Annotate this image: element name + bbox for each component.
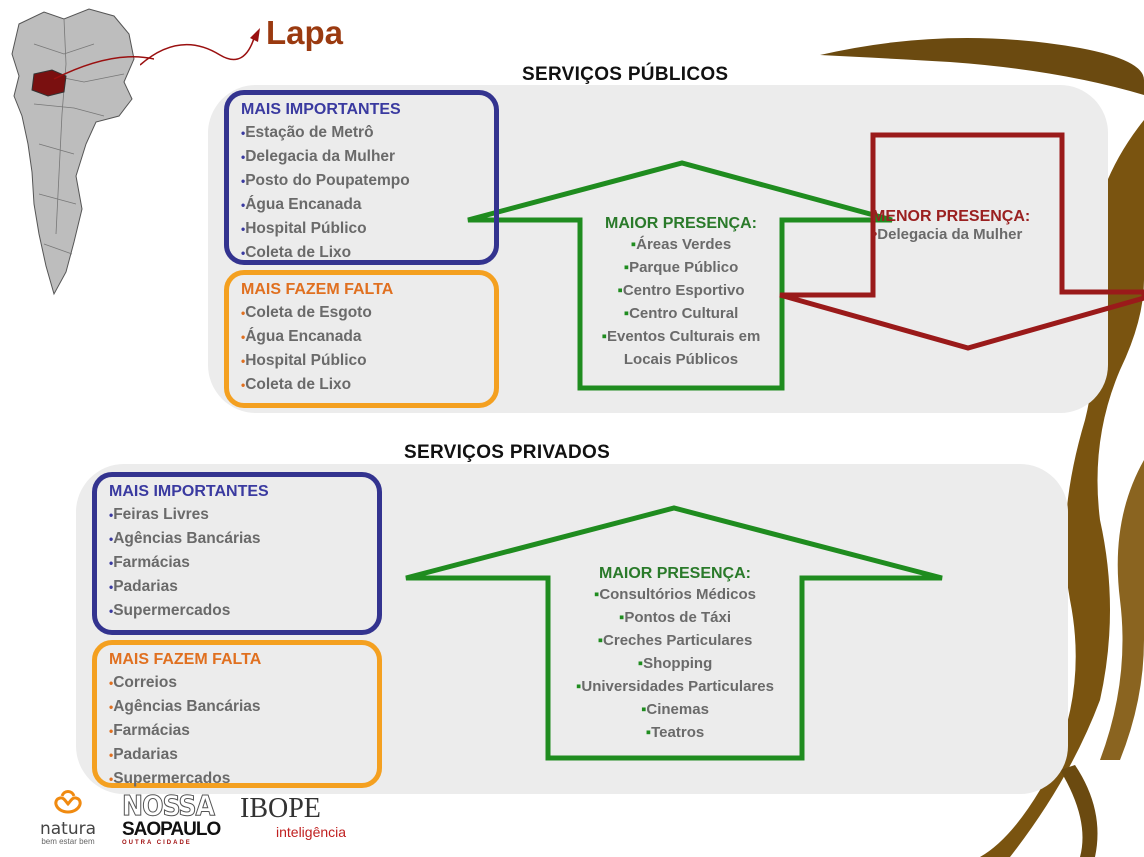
public-more-presence-title: MAIOR PRESENÇA: <box>604 215 757 232</box>
list-item: ▪Pontos de Táxi <box>618 609 731 626</box>
list-item: •Coleta de Lixo <box>241 376 352 393</box>
list-item: •Agências Bancárias <box>109 530 261 547</box>
list-item: •Correios <box>109 674 177 691</box>
list-item: ▪Parque Público <box>623 259 739 276</box>
location-title: Lapa <box>266 14 344 51</box>
list-item: ▪Cinemas <box>641 701 709 718</box>
private-important-title: MAIS IMPORTANTES <box>109 483 269 500</box>
list-item: •Supermercados <box>109 602 231 619</box>
public-more-presence-text: MAIOR PRESENÇA: ▪Áreas Verdes ▪Parque Pú… <box>582 215 780 371</box>
public-section-title: SERVIÇOS PÚBLICOS <box>522 64 729 85</box>
list-item: •Padarias <box>109 578 178 595</box>
list-item: •Coleta de Esgoto <box>241 304 372 321</box>
public-panel <box>208 85 1108 413</box>
public-more-presence-arrow <box>467 160 893 391</box>
sao-paulo-map <box>11 8 154 296</box>
list-item: •Farmácias <box>109 722 190 739</box>
list-item: •Hospital Público <box>241 220 367 237</box>
natura-flower-icon <box>54 790 82 814</box>
private-section-title: SERVIÇOS PRIVADOS <box>404 442 611 463</box>
list-item: •Farmácias <box>109 554 190 571</box>
list-item: ▪Shopping <box>637 655 713 672</box>
list-item: •Posto do Poupatempo <box>241 172 410 189</box>
list-item: Locais Públicos <box>623 351 739 368</box>
list-item: ▪Consultórios Médicos <box>593 586 756 603</box>
natura-logo: natura bem estar bem <box>28 790 108 850</box>
public-missing-box: MAIS FAZEM FALTA •Coleta de Esgoto •Água… <box>224 270 499 408</box>
list-item: •Supermercados <box>109 770 231 787</box>
private-important-box: MAIS IMPORTANTES •Feiras Livres •Agência… <box>92 472 382 635</box>
list-item: •Água Encanada <box>241 196 362 213</box>
public-important-box: MAIS IMPORTANTES •Estação de Metrô •Dele… <box>224 90 499 265</box>
list-item: •Delegacia da Mulher <box>241 148 396 165</box>
private-more-presence-text: MAIOR PRESENÇA: ▪Consultórios Médicos ▪P… <box>548 565 802 744</box>
list-item: ▪Centro Cultural <box>623 305 739 322</box>
list-item: ▪Centro Esportivo <box>617 282 745 299</box>
list-item: ▪Áreas Verdes <box>630 236 732 253</box>
public-less-presence-arrow <box>779 132 1144 351</box>
public-important-title: MAIS IMPORTANTES <box>241 101 401 118</box>
list-item: ▪Universidades Particulares <box>576 678 774 695</box>
nossa-sao-paulo-logo: NOSSA SAOPAULO OUTRA CIDADE <box>122 789 222 846</box>
list-item: •Agências Bancárias <box>109 698 261 715</box>
list-item: •Hospital Público <box>241 352 367 369</box>
private-missing-title: MAIS FAZEM FALTA <box>109 651 262 668</box>
public-missing-title: MAIS FAZEM FALTA <box>241 281 394 298</box>
list-item: •Delegacia da Mulher <box>872 226 1023 243</box>
private-panel <box>76 464 1068 794</box>
list-item: •Feiras Livres <box>109 506 209 523</box>
list-item: •Padarias <box>109 746 178 763</box>
ibope-logo: IBOPE inteligência <box>240 793 347 841</box>
list-item: •Água Encanada <box>241 328 362 345</box>
list-item: ▪Teatros <box>645 724 705 741</box>
public-less-presence-text: MENOR PRESENÇA: •Delegacia da Mulher <box>872 208 1062 243</box>
list-item: •Coleta de Lixo <box>241 244 352 261</box>
list-item: ▪Eventos Culturais em <box>601 328 761 345</box>
list-item: ▪Creches Particulares <box>597 632 753 649</box>
public-less-presence-title: MENOR PRESENÇA: <box>872 208 1031 225</box>
private-more-presence-title: MAIOR PRESENÇA: <box>598 565 751 582</box>
map-pointer-arrow <box>140 28 260 66</box>
list-item: •Estação de Metrô <box>241 124 374 141</box>
private-more-presence-arrow <box>405 505 943 761</box>
private-missing-box: MAIS FAZEM FALTA •Correios •Agências Ban… <box>92 640 382 788</box>
